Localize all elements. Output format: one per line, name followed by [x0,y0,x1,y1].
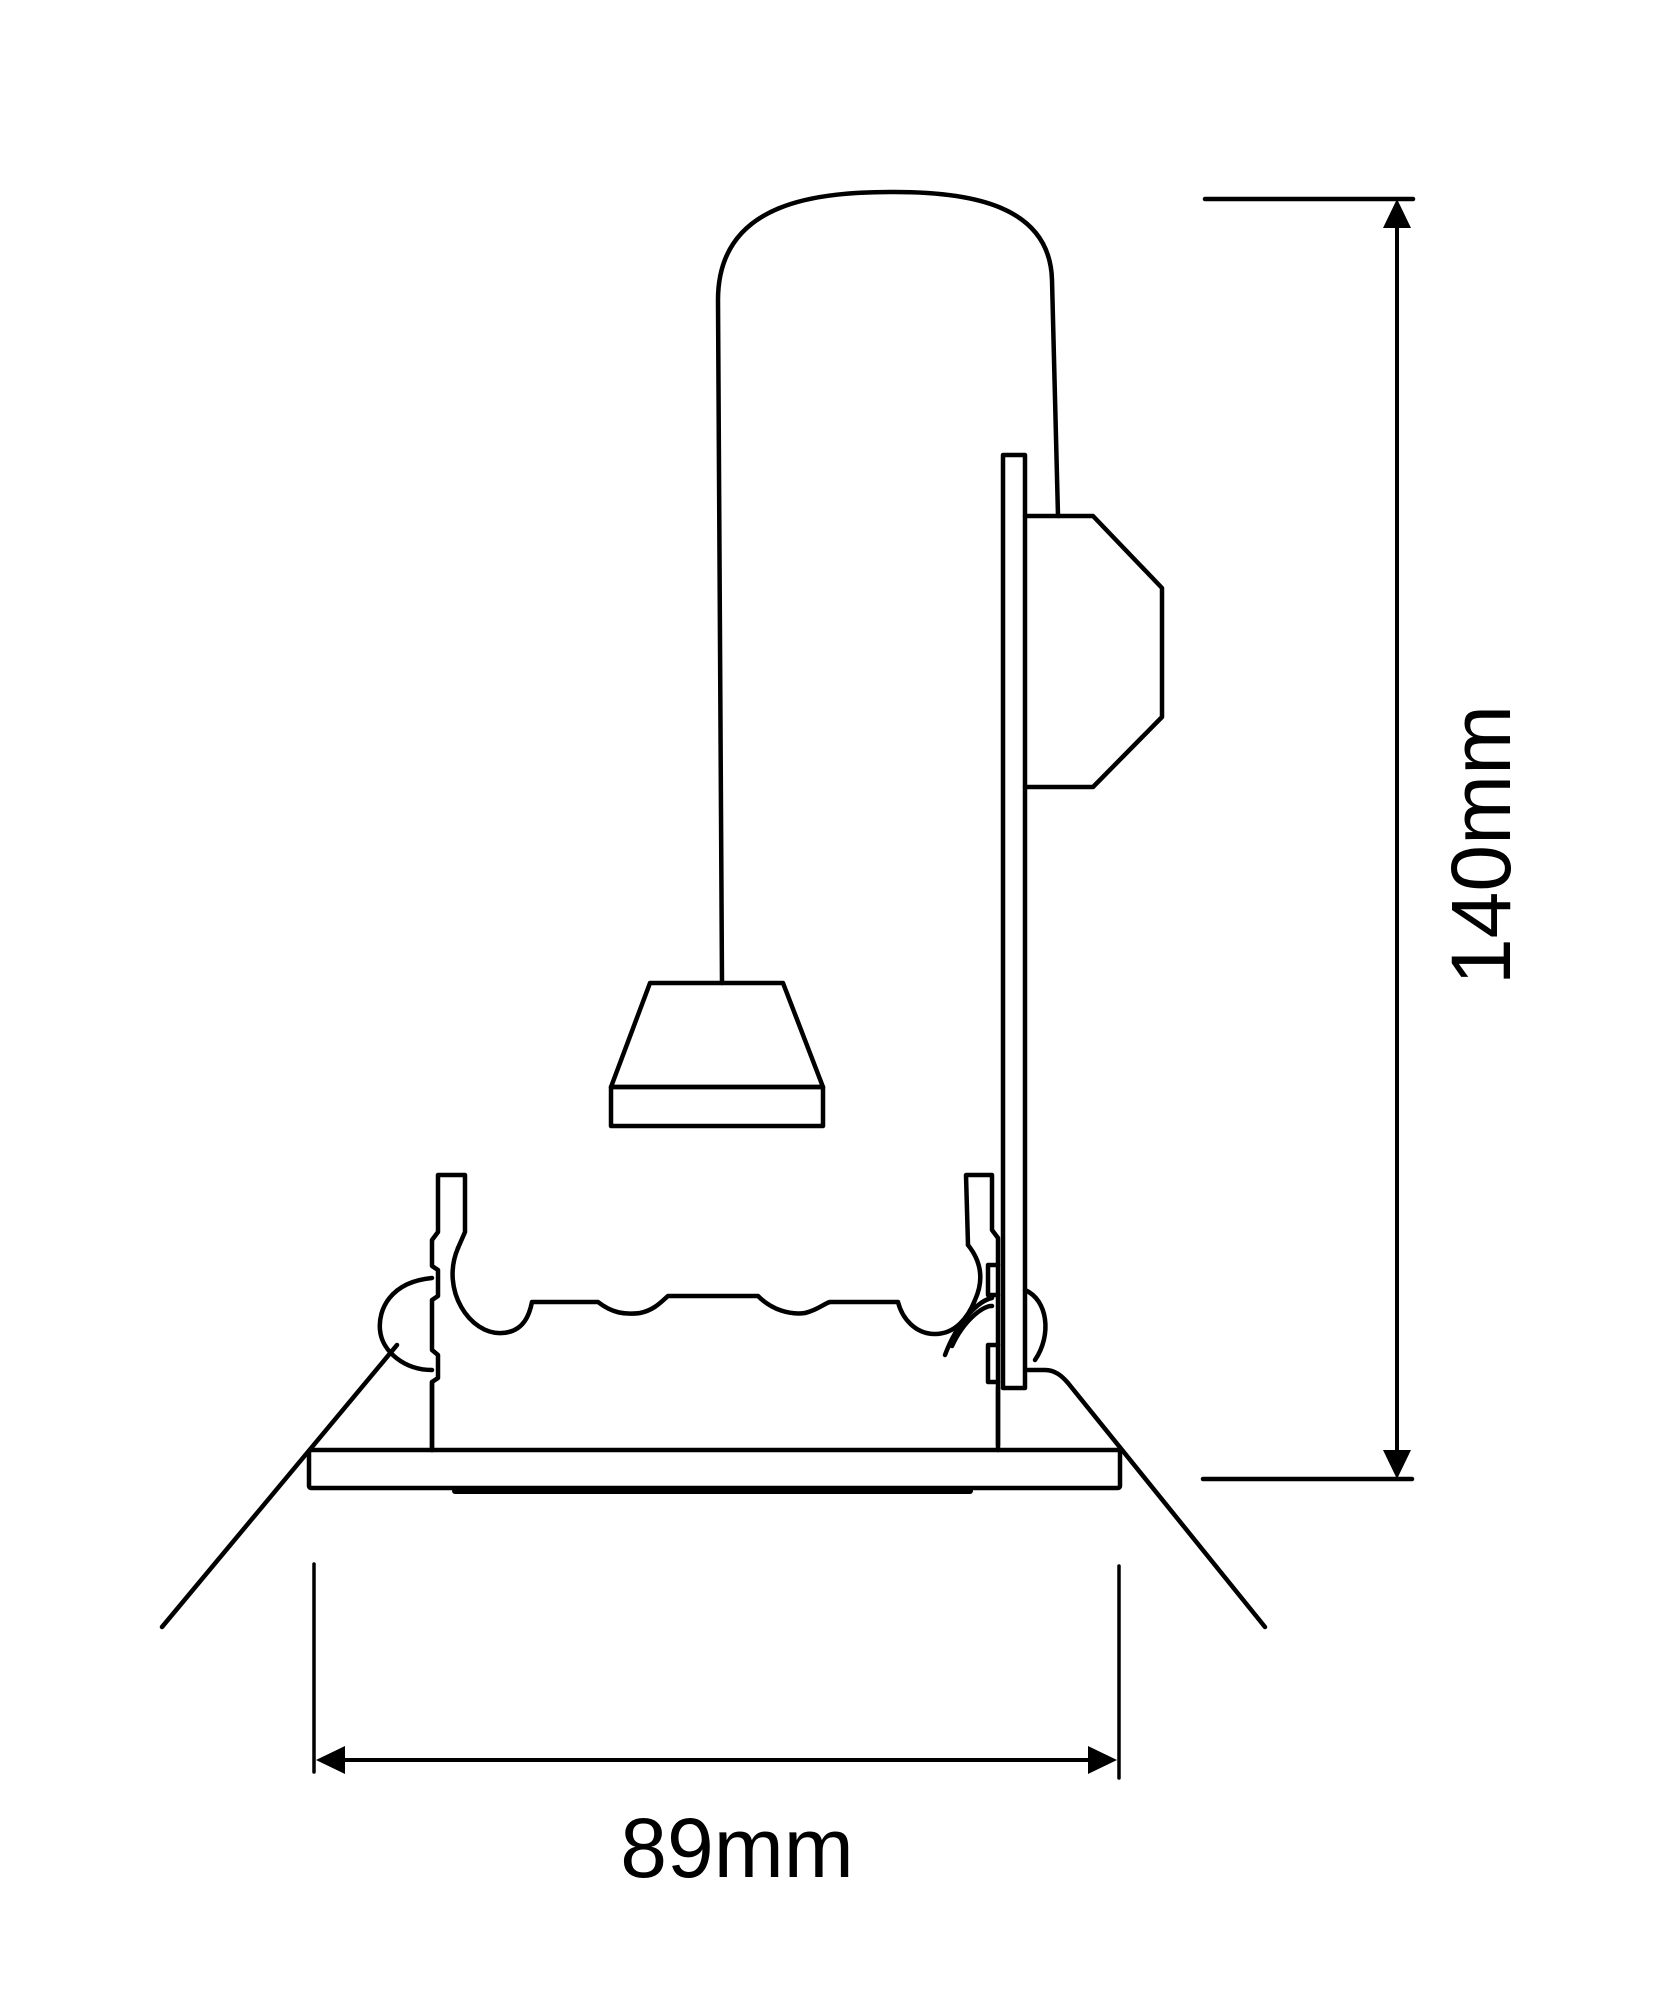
height-dimension-label: 140mm [1434,704,1528,986]
bezel [306,1447,1123,1494]
lamp-connector [608,980,826,1129]
cable-loop [715,189,1061,986]
spring-clips [377,1275,1048,1373]
driver-plate [1000,452,1028,1391]
width-dimension [312,1562,1121,1780]
driver-box [1022,513,1165,790]
arrow-up-icon [1383,199,1411,228]
fitting-body [429,1172,1001,1453]
arrow-right-icon [1088,1746,1117,1774]
width-dimension-label: 89mm [620,1801,854,1895]
height-dimension [1200,196,1416,1482]
arrow-left-icon [316,1746,345,1774]
ceiling-lines [159,1342,1268,1630]
arrow-down-icon [1383,1450,1411,1479]
